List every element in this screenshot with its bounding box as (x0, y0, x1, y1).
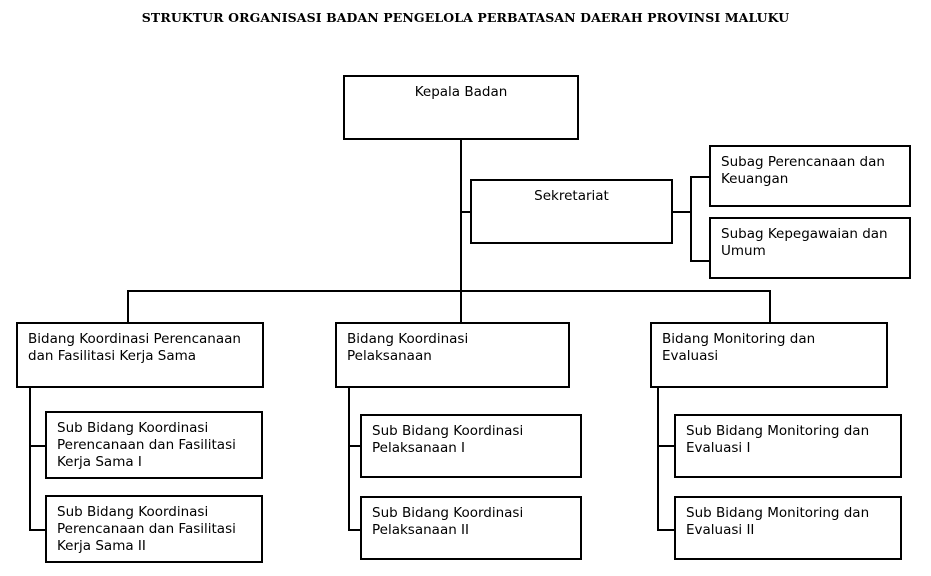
connector-subag-stub (672, 211, 692, 213)
node-bidang-2-label: Bidang Koordinasi Pelaksanaan (347, 331, 469, 364)
connector-bidang-bus (127, 290, 771, 292)
node-bidang-3-label: Bidang Monitoring dan Evaluasi (662, 331, 816, 364)
node-sub-2-1-label: Sub Bidang Koordinasi Pelaksanaan I (372, 423, 524, 456)
node-bidang-1-label: Bidang Koordinasi Perencanaan dan Fasili… (28, 331, 241, 364)
connector-sekretariat-stub (460, 211, 472, 213)
node-sub-3-1-label: Sub Bidang Monitoring dan Evaluasi I (686, 423, 870, 456)
connector-subag-perencanaan (690, 176, 710, 178)
node-subag-kepegawaian-label: Subag Kepegawaian dan Umum (721, 226, 888, 259)
connector-col2-bracket (348, 388, 350, 531)
node-sub-1-2-label: Sub Bidang Koordinasi Perencanaan dan Fa… (57, 504, 236, 554)
node-sub-3-2-label: Sub Bidang Monitoring dan Evaluasi II (686, 505, 870, 538)
node-kepala-badan-label: Kepala Badan (414, 84, 508, 100)
node-sub-1-1-label: Sub Bidang Koordinasi Perencanaan dan Fa… (57, 420, 236, 470)
connector-sub-2-1 (348, 445, 362, 447)
connector-sub-2-2 (348, 529, 362, 531)
node-sub-bidang-2-2[interactable]: Sub Bidang Koordinasi Pelaksanaan II (360, 496, 582, 560)
node-subag-perencanaan[interactable]: Subag Perencanaan dan Keuangan (709, 145, 911, 207)
node-sub-bidang-3-2[interactable]: Sub Bidang Monitoring dan Evaluasi II (674, 496, 902, 560)
node-sub-2-2-label: Sub Bidang Koordinasi Pelaksanaan II (372, 505, 524, 538)
node-kepala-badan[interactable]: Kepala Badan (343, 75, 579, 140)
connector-sub-3-2 (657, 529, 675, 531)
connector-bidang-2-drop (460, 290, 462, 322)
connector-sub-3-1 (657, 445, 675, 447)
connector-bidang-1-drop (127, 290, 129, 322)
connector-kepala-trunk (460, 140, 462, 292)
node-sub-bidang-2-1[interactable]: Sub Bidang Koordinasi Pelaksanaan I (360, 414, 582, 478)
chart-title: STRUKTUR ORGANISASI BADAN PENGELOLA PERB… (141, 10, 790, 25)
connector-col1-bracket (29, 388, 31, 531)
node-bidang-koordinasi-perencanaan[interactable]: Bidang Koordinasi Perencanaan dan Fasili… (16, 322, 264, 388)
node-sub-bidang-1-1[interactable]: Sub Bidang Koordinasi Perencanaan dan Fa… (45, 411, 263, 479)
node-sub-bidang-3-1[interactable]: Sub Bidang Monitoring dan Evaluasi I (674, 414, 902, 478)
connector-bidang-3-drop (769, 290, 771, 322)
connector-sub-1-1 (29, 445, 47, 447)
connector-sub-1-2 (29, 529, 47, 531)
connector-subag-bracket (690, 176, 692, 262)
node-subag-perencanaan-label: Subag Perencanaan dan Keuangan (721, 154, 885, 187)
node-sekretariat[interactable]: Sekretariat (470, 179, 673, 244)
connector-subag-kepegawaian (690, 260, 710, 262)
connector-col3-bracket (657, 388, 659, 531)
node-subag-kepegawaian[interactable]: Subag Kepegawaian dan Umum (709, 217, 911, 279)
node-bidang-monitoring-evaluasi[interactable]: Bidang Monitoring dan Evaluasi (650, 322, 888, 388)
node-sub-bidang-1-2[interactable]: Sub Bidang Koordinasi Perencanaan dan Fa… (45, 495, 263, 563)
node-sekretariat-label: Sekretariat (534, 188, 609, 204)
node-bidang-koordinasi-pelaksanaan[interactable]: Bidang Koordinasi Pelaksanaan (335, 322, 570, 388)
